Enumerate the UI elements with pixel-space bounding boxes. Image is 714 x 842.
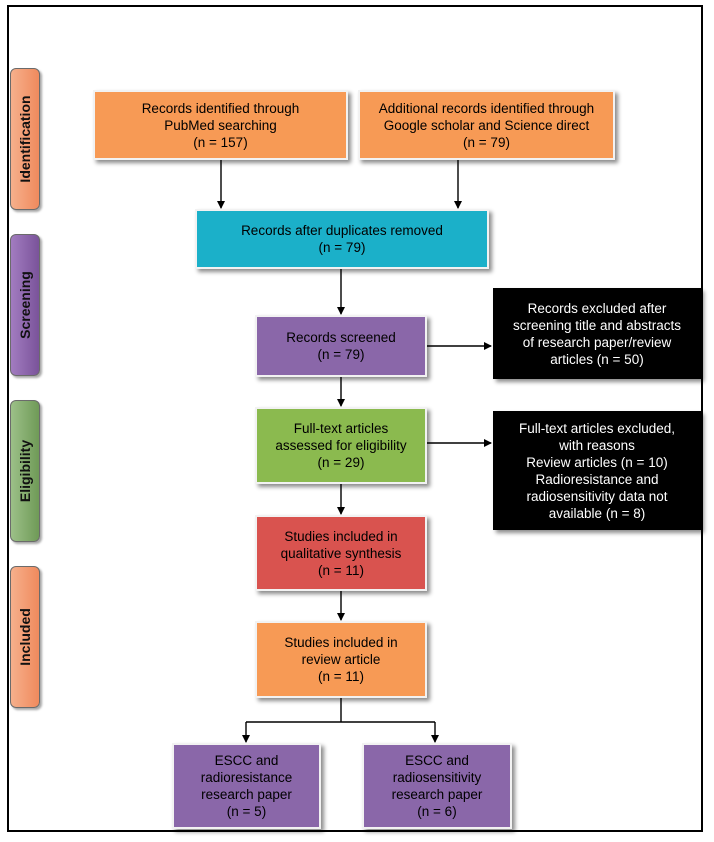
box-excluded-fulltext: Full-text articles excluded, with reason…: [493, 411, 701, 530]
box-review-article: Studies included in review article (n = …: [255, 621, 427, 698]
diagram-frame: [7, 5, 703, 832]
box-records-screened: Records screened (n = 79): [255, 315, 427, 377]
stage-screening: Screening: [10, 234, 40, 376]
box-pubmed-records: Records identified through PubMed search…: [93, 90, 348, 160]
box-escc-radiosensitivity: ESCC and radiosensitivity research paper…: [362, 743, 512, 829]
box-escc-radioresistance: ESCC and radioresistance research paper …: [172, 743, 321, 829]
box-qualitative-synthesis: Studies included in qualitative synthesi…: [255, 515, 427, 591]
stage-included: Included: [10, 566, 40, 708]
box-additional-records: Additional records identified through Go…: [358, 90, 615, 160]
stage-identification: Identification: [10, 68, 40, 210]
box-duplicates-removed: Records after duplicates removed (n = 79…: [195, 209, 489, 269]
box-fulltext-assessed: Full-text articles assessed for eligibil…: [255, 407, 427, 484]
box-excluded-screening: Records excluded after screening title a…: [493, 288, 701, 379]
stage-eligibility: Eligibility: [10, 400, 40, 542]
